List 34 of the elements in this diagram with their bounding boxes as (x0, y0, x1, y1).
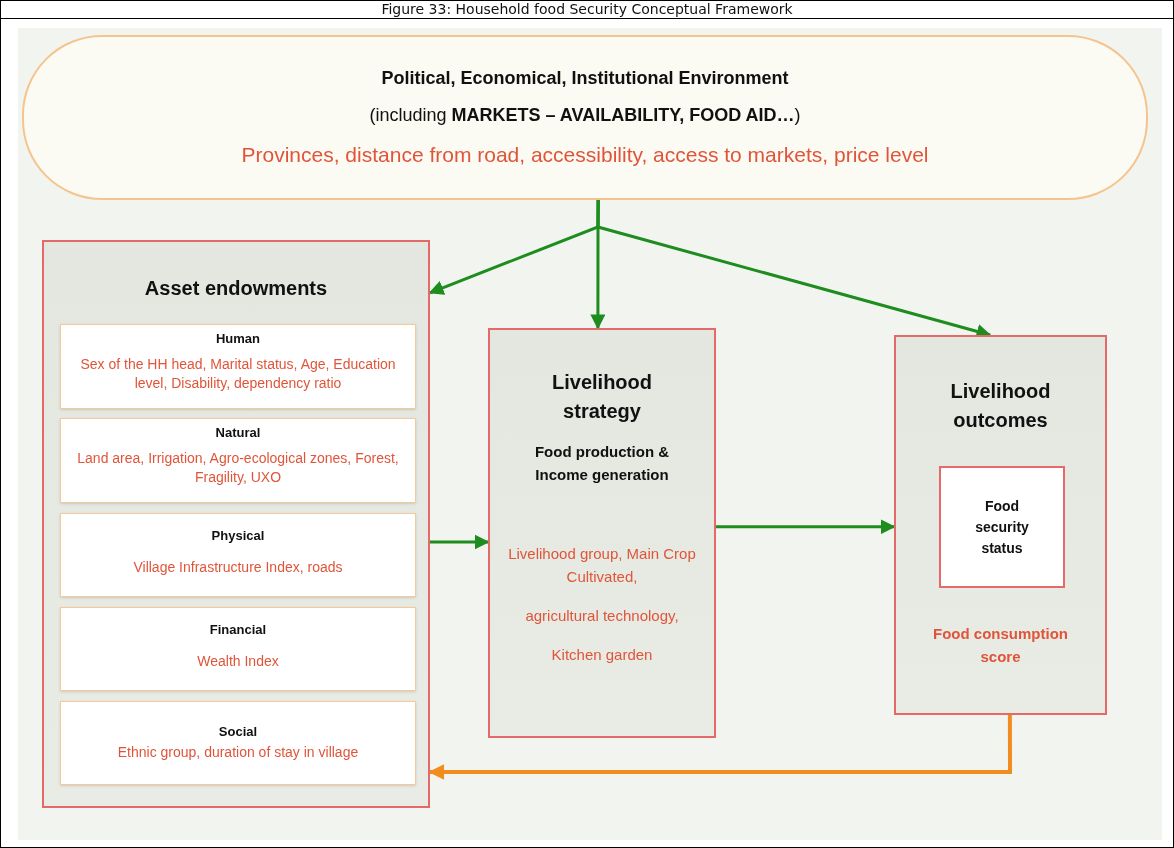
heading: Livelihood strategy (551, 370, 653, 424)
asset-box (60, 324, 416, 409)
figure-title: Figure 33: Household food Security Conceptual Framework (0, 0, 1174, 19)
factor-list: agricultural technology, (525, 604, 679, 627)
factor-list: Sex of the HH head, Marital status, Age, Education level, Disability, dependency ratio (73, 355, 403, 394)
asset-box (60, 701, 416, 785)
subheading: Food production & Income generation (533, 442, 671, 485)
subheading: (including MARKETS – AVAILABILITY, FOOD AID…) (369, 103, 801, 127)
heading: Livelihood outcomes (949, 379, 1052, 433)
asset-box (60, 418, 416, 503)
process-box (488, 328, 716, 738)
arrow (716, 519, 896, 535)
heading: Financial (209, 622, 267, 639)
outcome-box (894, 335, 1107, 715)
factor-list: Village Infrastructure Index, roads (133, 558, 343, 578)
asset-box (60, 513, 416, 597)
heading: Political, Economical, Institutional Environment (381, 66, 789, 90)
heading: Human (215, 331, 261, 348)
arrow (430, 534, 490, 550)
factor-list: Wealth Index (197, 652, 279, 672)
factor-list: Food consumption score (915, 622, 1086, 668)
factor-list: Provinces, distance from road, accessibility, access to markets, price level (241, 138, 929, 171)
factor-list: Kitchen garden (551, 643, 653, 666)
factor-list: Ethnic group, duration of stay in village (117, 742, 359, 762)
status-box (939, 466, 1065, 588)
status-label: Food security status (974, 496, 1030, 558)
heading: Social (218, 724, 258, 741)
factor-list: Livelihood group, Main Crop Cultivated, (502, 542, 702, 588)
heading: Asset endowments (143, 276, 329, 301)
heading: Natural (215, 425, 261, 442)
group-panel (42, 240, 430, 808)
asset-box (60, 607, 416, 691)
heading: Physical (211, 528, 265, 545)
factor-list: Land area, Irrigation, Agro-ecological zones, Forest, Fragility, UXO (73, 449, 403, 488)
